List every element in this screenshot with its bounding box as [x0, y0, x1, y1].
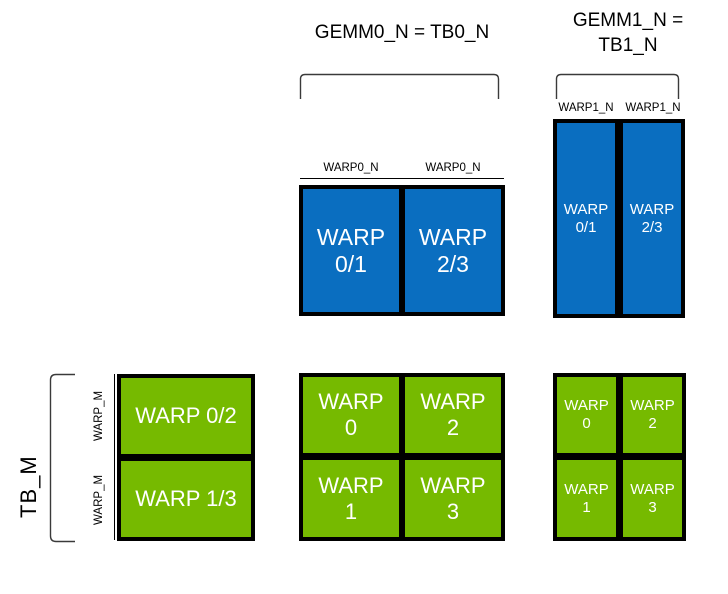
- gemm1-blue-cell-0-line1: WARP: [563, 200, 609, 218]
- gemm1-blue-cell-1-line2: 2/3: [641, 218, 663, 236]
- gemm0-green-cell-1-line1: WARP: [420, 389, 486, 414]
- gemm0-blue-cell-0-line2: 0/1: [335, 250, 367, 277]
- gemm1-green-cell-0-line2: 0: [582, 415, 591, 432]
- tb-m-height-bracket: [46, 372, 76, 544]
- tb-m-green-cell-1[interactable]: WARP 1/3: [117, 457, 255, 541]
- tb-m-green-cell-0-line1: WARP 0/2: [135, 403, 237, 428]
- warp0-n-label-right: WARP0_N: [425, 162, 481, 174]
- gemm0-green-cell-1-line2: 2: [446, 415, 460, 440]
- gemm1-width-bracket: [552, 70, 688, 100]
- gemm1-green-cell-1-line1: WARP: [630, 397, 675, 414]
- gemm0-green-cell-2-line2: 1: [344, 498, 358, 524]
- warp-m-label-top: WARP_M: [93, 390, 105, 442]
- gemm1-green-cell-2-line1: WARP: [564, 480, 609, 498]
- gemm1-green-cell-1[interactable]: WARP 2: [619, 373, 686, 457]
- gemm1-green-cell-3[interactable]: WARP 3: [619, 456, 686, 541]
- gemm1-blue-cell-1-line1: WARP: [629, 200, 675, 218]
- gemm1-green-cell-3-line1: WARP: [630, 480, 675, 498]
- gemm0-blue-cell-0[interactable]: WARP 0/1: [299, 185, 403, 316]
- warp1-n-label-right: WARP1_N: [625, 102, 681, 114]
- gemm0-green-cell-3-line1: WARP: [420, 472, 486, 498]
- gemm1-green-cell-2[interactable]: WARP 1: [553, 456, 620, 541]
- gemm0-green-cell-3[interactable]: WARP 3: [401, 456, 505, 541]
- tb-m-green-cell-1-line1: WARP 1/3: [135, 486, 237, 511]
- warp0-n-label-left: WARP0_N: [323, 162, 379, 174]
- warp0-n-underline: [300, 178, 504, 179]
- gemm0-width-bracket: [296, 70, 508, 100]
- gemm0-blue-cell-0-line1: WARP: [316, 223, 386, 250]
- gemm0-green-cell-0-line1: WARP: [318, 389, 384, 414]
- warp-m-label-bottom: WARP_M: [93, 474, 105, 526]
- tb-m-green-cell-0[interactable]: WARP 0/2: [117, 374, 255, 458]
- gemm0-green-cell-0[interactable]: WARP 0: [299, 373, 403, 457]
- gemm0-green-cell-0-line2: 0: [344, 415, 358, 440]
- gemm1-blue-cell-0[interactable]: WARP 0/1: [553, 119, 619, 318]
- gemm1-green-cell-2-line2: 1: [582, 498, 591, 516]
- gemm1-green-cell-3-line2: 3: [648, 498, 657, 516]
- gemm0-blue-cell-1[interactable]: WARP 2/3: [401, 185, 505, 316]
- gemm1-blue-cell-0-line2: 0/1: [575, 218, 597, 236]
- gemm0-green-cell-2-line1: WARP: [318, 472, 384, 498]
- gemm0-blue-cell-1-line1: WARP: [418, 223, 488, 250]
- gemm0-blue-cell-1-line2: 2/3: [437, 250, 469, 277]
- gemm1-green-cell-1-line2: 2: [648, 415, 657, 432]
- gemm0-heading: GEMM0_N = TB0_N: [314, 22, 490, 43]
- gemm1-heading: GEMM1_N = TB1_N: [572, 10, 684, 56]
- gemm1-green-cell-0-line1: WARP: [564, 397, 609, 414]
- gemm0-green-cell-3-line2: 3: [446, 498, 460, 524]
- warp1-n-label-left: WARP1_N: [558, 102, 614, 114]
- gemm1-blue-cell-1[interactable]: WARP 2/3: [619, 119, 685, 318]
- warp-m-divider-rule: [114, 374, 115, 540]
- gemm1-green-cell-0[interactable]: WARP 0: [553, 373, 620, 457]
- tb-m-label: TB_M: [16, 455, 41, 518]
- gemm0-green-cell-1[interactable]: WARP 2: [401, 373, 505, 457]
- gemm0-green-cell-2[interactable]: WARP 1: [299, 456, 403, 541]
